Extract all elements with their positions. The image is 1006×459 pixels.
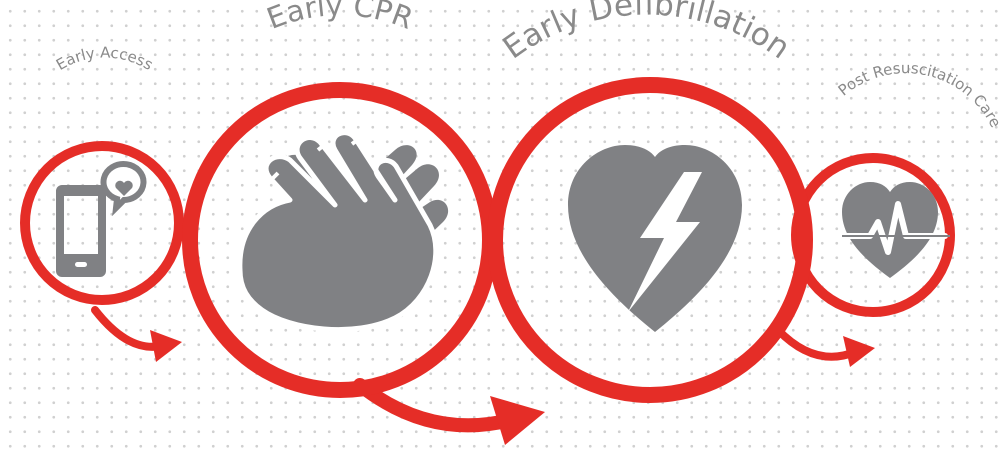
flow-arrow-3 xyxy=(774,326,875,367)
hands-compression-icon xyxy=(237,130,449,333)
phone-with-heart-bubble-icon xyxy=(56,161,147,277)
heart-lightning-icon xyxy=(568,145,742,332)
ring-early-access xyxy=(20,141,184,305)
flow-arrow-1 xyxy=(91,306,182,362)
label-early-access: Early Access xyxy=(53,43,156,74)
heart-pulse-icon xyxy=(839,182,950,278)
ring-early-defibrillation xyxy=(487,77,813,403)
label-post-resuscitation-care: Post Resuscitation Care xyxy=(835,59,1005,130)
flow-arrow-2 xyxy=(353,378,545,445)
label-early-cpr: Early CPR xyxy=(262,0,418,36)
label-early-defibrillation: Early Defibrillation xyxy=(497,0,797,66)
